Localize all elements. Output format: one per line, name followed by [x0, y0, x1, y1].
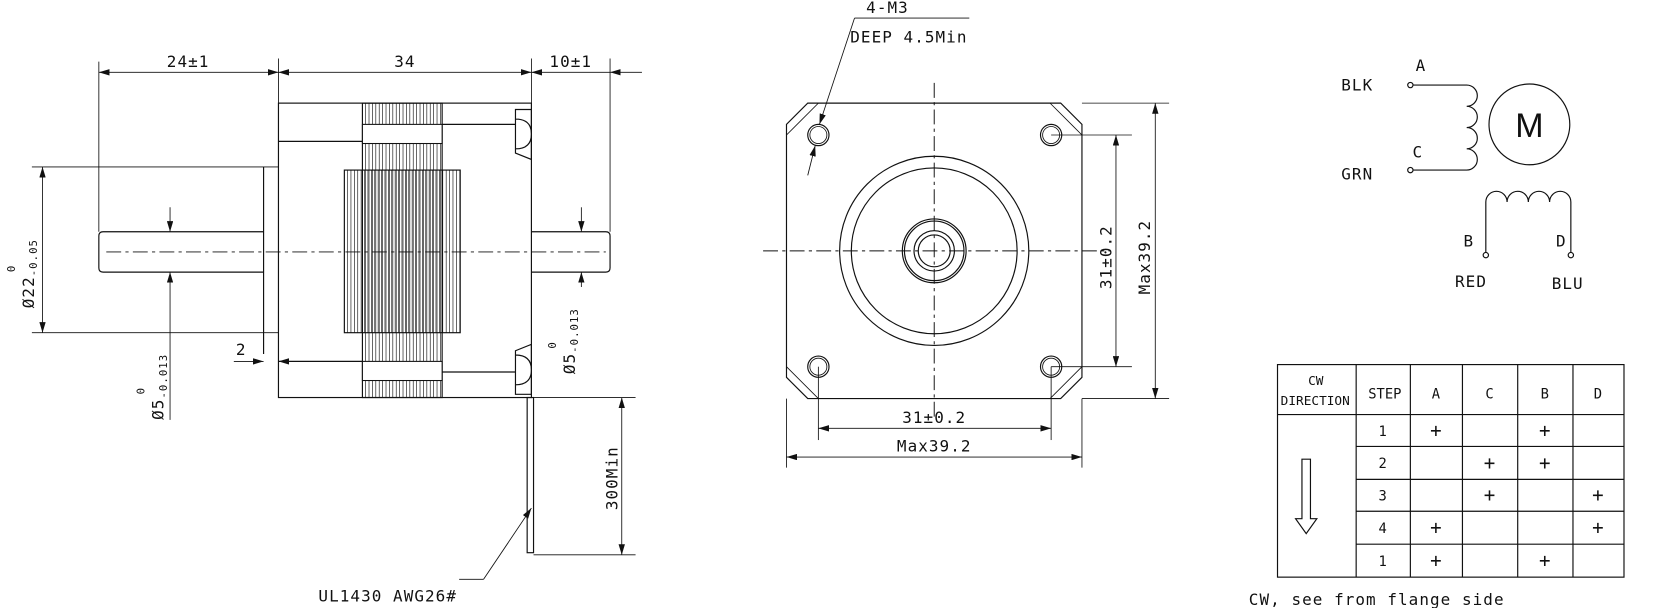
- terminal-b: [1482, 251, 1490, 259]
- step-number: 1: [1379, 424, 1388, 440]
- table-row: 1 + +: [1379, 419, 1552, 442]
- phase-on-mark: +: [1592, 516, 1605, 539]
- phase-on-mark: +: [1484, 484, 1497, 507]
- pin-label-d: D: [1556, 232, 1567, 251]
- motor-label: M: [1515, 107, 1543, 145]
- wiring-diagram: M A BLK C GRN B RED D BLU: [1341, 56, 1584, 293]
- header-direction-line2: DIRECTION: [1281, 394, 1350, 409]
- table-row: 3 + +: [1379, 484, 1605, 507]
- step-number: 1: [1379, 554, 1388, 570]
- table-row: 1 + +: [1379, 549, 1552, 572]
- table-row: 4 + +: [1379, 516, 1605, 539]
- screw-head-top: [514, 108, 532, 161]
- dim-front-shaft-diameter: Ø5-0.013: [149, 354, 170, 420]
- header-phase-b: B: [1541, 387, 1550, 403]
- dim-boss-height: 2: [236, 340, 247, 359]
- screw-head-bottom: [514, 343, 532, 395]
- dim-hole-spacing-horizontal: 31±0.2: [902, 408, 966, 427]
- dim-rear-shaft-diameter-upper: 0: [546, 342, 559, 348]
- dim-shaft-length: 24±1: [167, 52, 210, 71]
- dim-rear-shaft-diameter: Ø5-0.013: [560, 308, 581, 374]
- phase-on-mark: +: [1430, 549, 1443, 572]
- phase-on-mark: +: [1484, 451, 1497, 474]
- terminal-d: [1567, 251, 1575, 259]
- dim-rear-shaft: 10±1: [549, 52, 592, 71]
- motor-symbol: [1488, 83, 1571, 166]
- terminal-c: [1407, 166, 1414, 174]
- dim-max-height: Max39.2: [1135, 220, 1154, 295]
- header-phase-a: A: [1432, 387, 1441, 403]
- header-direction-line1: CW: [1308, 374, 1324, 389]
- dim-front-shaft-diameter-upper: 0: [135, 388, 148, 394]
- motor-body: [277, 102, 532, 399]
- header-phase-d: D: [1594, 387, 1603, 403]
- dim-boss-diameter-upper: 0: [5, 266, 18, 272]
- lead-wire: [526, 396, 535, 554]
- dim-hole-spacing-vertical: 31±0.2: [1097, 225, 1116, 289]
- phase-on-mark: +: [1539, 549, 1552, 572]
- front-shaft: [98, 231, 264, 273]
- header-phase-c: C: [1485, 387, 1494, 403]
- header-step: STEP: [1368, 387, 1401, 403]
- hole-note-depth: DEEP 4.5Min: [850, 28, 967, 47]
- table-caption: CW, see from flange side: [1249, 590, 1505, 608]
- phase-on-mark: +: [1539, 419, 1552, 442]
- dim-boss-diameter: Ø22-0.05: [19, 239, 40, 308]
- pin-label-c: C: [1412, 142, 1423, 161]
- phase-on-mark: +: [1430, 419, 1443, 442]
- front-view: 31±0.2 Max39.2 31±0.2 Max39.2 4-M3 DEEP …: [763, 0, 1170, 468]
- wire-color-c: GRN: [1341, 165, 1373, 184]
- wire-color-d: BLU: [1552, 274, 1584, 293]
- phase-on-mark: +: [1430, 516, 1443, 539]
- pin-label-a: A: [1416, 56, 1427, 75]
- step-number: 2: [1379, 456, 1388, 472]
- pin-label-b: B: [1464, 232, 1475, 251]
- dim-max-width: Max39.2: [897, 437, 972, 456]
- phase-on-mark: +: [1592, 484, 1605, 507]
- terminal-a: [1407, 81, 1414, 89]
- step-number: 3: [1379, 489, 1388, 505]
- wire-color-a: BLK: [1341, 75, 1373, 94]
- stator-laminations: [347, 103, 461, 398]
- rear-shaft: [531, 231, 611, 273]
- dim-body-length: 34: [394, 52, 415, 71]
- step-number: 4: [1379, 521, 1388, 537]
- coil-ac: [1413, 84, 1478, 171]
- phase-on-mark: +: [1539, 451, 1552, 474]
- cw-direction-arrow-icon: [1294, 458, 1318, 535]
- dim-lead-length: 300Min: [602, 446, 621, 510]
- side-view: 24±1 34 10±1 Ø22-0.05 0 Ø5-0.013 0: [5, 52, 642, 606]
- flange-outline: [785, 102, 1083, 400]
- coil-bd: [1485, 190, 1572, 253]
- wire-color-b: RED: [1455, 272, 1487, 291]
- hole-note-thread: 4-M3: [866, 0, 909, 17]
- table-row: 2 + +: [1379, 451, 1552, 474]
- lead-wire-label: UL1430 AWG26#: [318, 587, 457, 606]
- step-sequence-table: CW DIRECTION STEP A C B D 1 + +2 + +3 + +4 + +1 + + C…: [1249, 363, 1625, 608]
